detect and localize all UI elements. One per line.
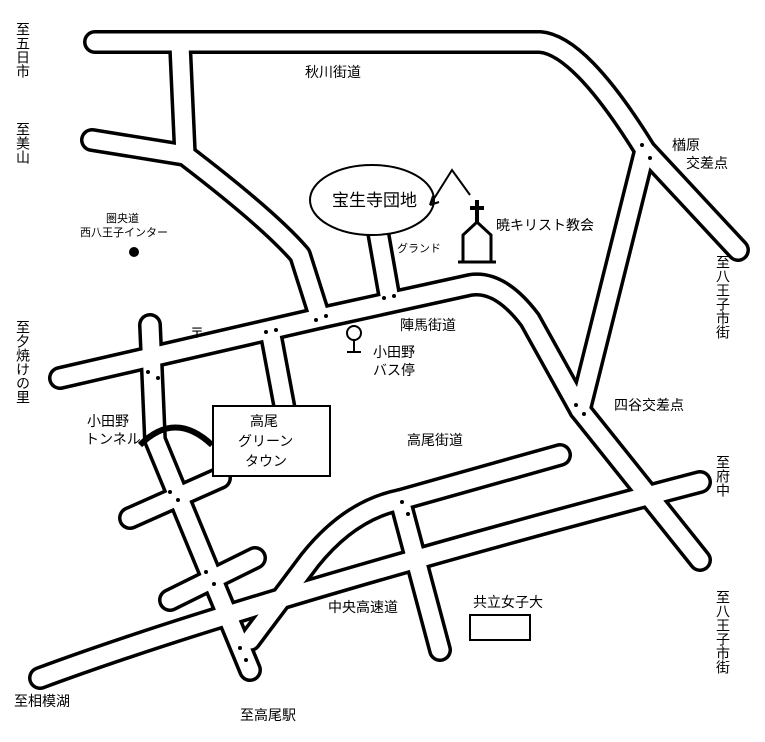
hoshoji-label: 宝生寺団地: [332, 191, 417, 211]
post-office-mark: 〒: [190, 326, 204, 342]
kyoritsu-building: [469, 614, 531, 641]
tunnel-label-1: 小田野: [87, 414, 129, 430]
tunnel-arch: [137, 424, 215, 448]
bus-stop-label-1: 小田野: [373, 345, 415, 361]
intersection-dots: [146, 143, 652, 662]
green-town-label-2: グリーン: [238, 434, 293, 450]
yotsuya-label: 四谷交差点: [614, 397, 684, 414]
narahara-label-2: 交差点: [686, 155, 728, 172]
ground-label: グランド: [397, 241, 441, 255]
direction-labels: 至五日市 至美山 至夕焼けの里 至八王子市街 至府中 至八王子市街 至相模湖 至…: [14, 22, 730, 724]
dir-itsukaichi: 至五日市: [14, 22, 30, 78]
roads: [28, 30, 750, 690]
akigawa-road-label: 秋川街道: [305, 65, 361, 81]
bus-stop-icon: [346, 325, 362, 353]
dir-fuchu: 至府中: [714, 455, 730, 497]
green-town: 高尾 グリーン タウン: [212, 405, 331, 477]
hoshoji-danchi: 宝生寺団地: [309, 164, 471, 236]
narahara-label-1: 楢原: [672, 138, 700, 154]
church-label: 暁キリスト教会: [496, 218, 594, 234]
dir-miyama: 至美山: [14, 122, 30, 164]
dir-sagamiko: 至相模湖: [14, 694, 70, 710]
dir-hachioji-top: 至八王子市街: [714, 255, 730, 339]
interchange-marker: [129, 247, 139, 257]
dir-hachioji-bottom: 至八王子市街: [714, 590, 730, 674]
tunnel-label-2: トンネル: [85, 432, 141, 448]
interchange-label-1: 圏央道: [106, 211, 139, 225]
dir-takao-station: 至高尾駅: [240, 707, 296, 724]
kyoritsu-label: 共立女子大: [473, 594, 543, 611]
dir-yuyake: 至夕焼けの里: [14, 320, 30, 404]
green-town-label-1: 高尾: [250, 413, 278, 430]
chuo-expressway-label: 中央高速道: [328, 599, 398, 616]
jinba-road-label: 陣馬街道: [400, 318, 456, 334]
church-icon: [458, 200, 496, 264]
green-town-label-3: タウン: [245, 454, 287, 470]
interchange-label-2: 西八王子インター: [80, 226, 168, 239]
bus-stop-label-2: バス停: [373, 362, 415, 379]
takao-road-label: 高尾街道: [407, 432, 463, 449]
